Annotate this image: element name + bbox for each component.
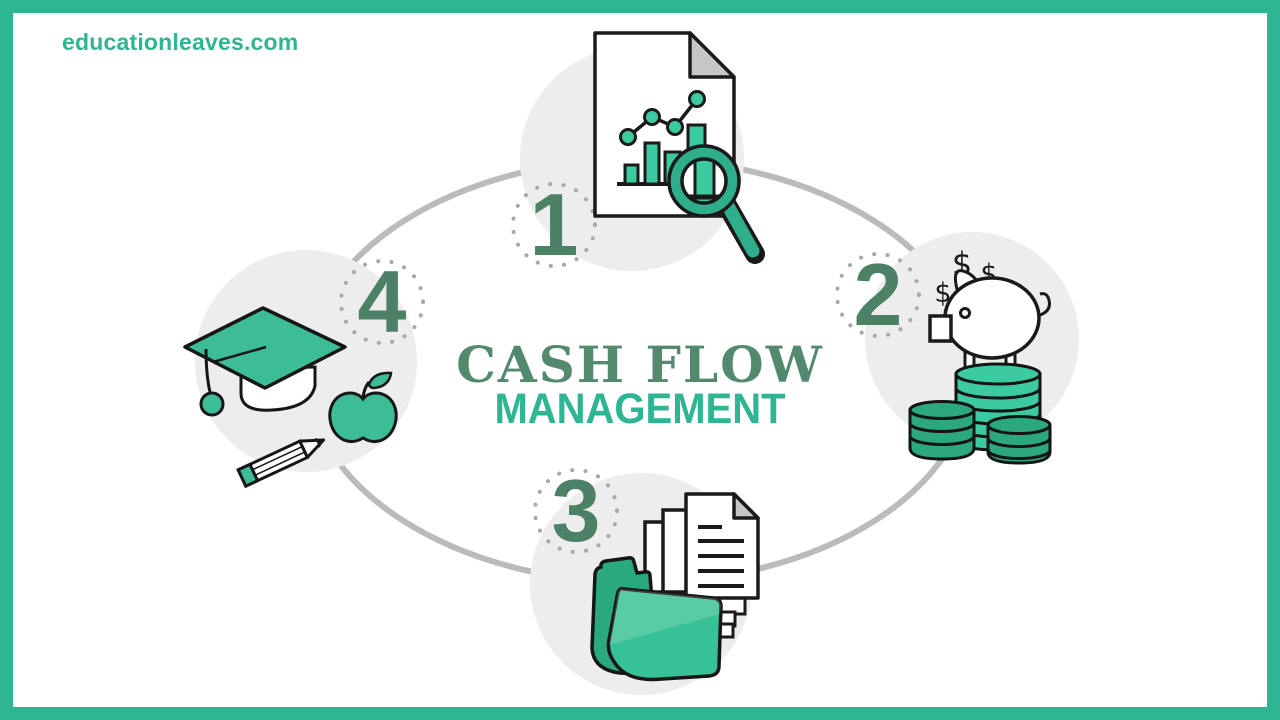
document-fold-corner (688, 31, 736, 79)
magnifier-ring-outer-edge (667, 144, 741, 218)
coin-stack-left (908, 400, 976, 461)
step-3-number: 3 (551, 461, 601, 560)
pig-eye (959, 307, 971, 319)
brand-watermark: educationleaves.com (62, 29, 299, 55)
mortarboard-crease (212, 345, 267, 364)
step-2-number: 2 (853, 245, 903, 344)
step-2-dotted-ring (835, 252, 921, 338)
pencil-graphite (314, 437, 324, 448)
document-bar-chart-magnifier-icon (593, 31, 765, 264)
tassel-cord (204, 348, 212, 393)
tassel-ball (199, 391, 225, 417)
pig-tail (1036, 292, 1051, 318)
folder-sheen (609, 588, 721, 645)
pig-snout (928, 314, 953, 343)
folder-documents-icon (590, 492, 760, 682)
pencil-tip (298, 438, 326, 459)
magnifier-handle-fill (721, 199, 760, 258)
magnifier-ring (669, 146, 739, 216)
folder-front (606, 586, 723, 682)
trend-line-points (619, 90, 706, 146)
page-title: CASH FLOW (456, 335, 824, 394)
pencil (236, 437, 326, 489)
piggy-bank-coins-icon: $ $ $ (908, 245, 1052, 465)
apple (328, 391, 398, 443)
step-3-dotted-ring (533, 468, 619, 554)
trend-line (626, 97, 699, 139)
magnifier-ring-inner-edge (680, 157, 728, 205)
apple-leaf (367, 371, 393, 390)
graduation-cap-apple-pencil-icon (183, 306, 398, 489)
coin-stack-right (986, 415, 1052, 465)
step-4-dotted-ring (339, 259, 425, 345)
pencil-eraser (236, 462, 260, 489)
document-text-lines (698, 525, 744, 588)
step-1-number: 1 (529, 175, 579, 274)
page-subtitle: MANAGEMENT (494, 385, 786, 433)
lined-document-fold (732, 492, 760, 520)
step-1-dotted-ring (511, 182, 597, 268)
step-4-number: 4 (357, 252, 407, 351)
